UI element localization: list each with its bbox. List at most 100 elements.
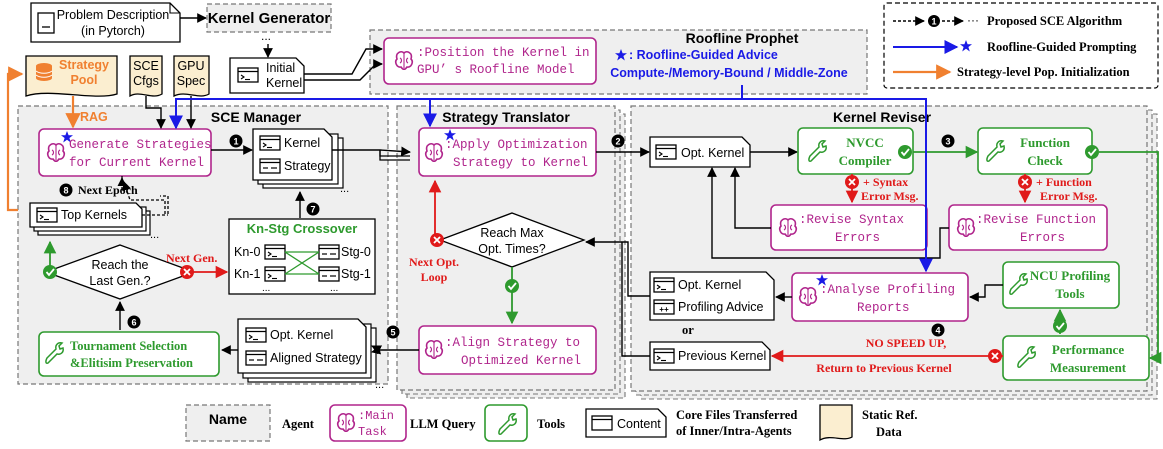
opt-kernel-aligned-stack: Opt. Kernel Aligned Strategy ... (237, 318, 384, 391)
revise-function-query: :Revise Function Errors (948, 204, 1108, 251)
roofline-advice-title: : Roofline-Guided Advice (629, 48, 778, 62)
legend-main-task-1: :Main (358, 409, 394, 423)
analyse-profiling-query: :Analyse Profiling Reports (791, 272, 969, 322)
tournament-label-1: Tournament Selection (70, 339, 187, 353)
next-epoch-label: Next Epoch (78, 183, 138, 197)
reach-max-label-2: Opt. Times? (478, 242, 545, 256)
step-5-badge: 5 (386, 325, 400, 339)
crossover-stg1: Stg-1 (341, 267, 371, 281)
step-4-badge: 4 (931, 323, 945, 337)
svg-text:6: 6 (131, 318, 136, 328)
cross-icon (1017, 174, 1033, 190)
opt-kernel2-label: Opt. Kernel (678, 278, 741, 292)
terminal-icon (264, 244, 286, 260)
problem-label: Problem Description (57, 8, 170, 22)
initial-kernel-label-1: Initial (266, 61, 295, 75)
reviser-opt-kernel-label: Opt. Kernel (681, 146, 744, 160)
legend-name: Name (209, 411, 247, 427)
terminal-icon (245, 327, 267, 343)
next-opt-label-2: Loop (421, 270, 448, 284)
syntax-error-label-1: + Syntax (863, 175, 908, 189)
sce-manager-title: SCE Manager (211, 109, 302, 125)
stack-strategy-label: Strategy (284, 159, 331, 173)
ncu-label-2: Tools (1055, 286, 1084, 301)
apply-label-1: :Apply Optimization (445, 138, 588, 152)
top-legend: 1 ··· Proposed SCE Algorithm Roofline-Gu… (883, 2, 1159, 89)
legend-core-files-2: of Inner/Intra-Agents (676, 424, 792, 438)
gpu-spec-label-2: Spec (177, 74, 206, 88)
svg-text:...: ... (340, 183, 349, 195)
align-label-2: Optimized Kernel (461, 354, 581, 368)
tournament-label-2: &Elitisim Preservation (70, 356, 193, 370)
terminal-icon (259, 135, 281, 151)
legend-llm-query: LLM Query (410, 417, 476, 431)
check-icon (1052, 318, 1068, 334)
svg-text:8: 8 (63, 186, 68, 196)
legend-content: Content (617, 417, 661, 431)
terminal-icon (653, 277, 675, 293)
cross-icon (179, 264, 195, 280)
step-6-badge: 6 (127, 315, 141, 329)
roofline-prophet-agent: Roofline Prophet :Position the Kernel in… (369, 29, 868, 95)
revise-function-label-1: :Revise Function (976, 213, 1096, 227)
function-check-tool: Function Check (977, 127, 1093, 175)
revise-function-label-2: Errors (1020, 231, 1065, 245)
roofline-query-2: GPU’ s Roofline Model (417, 63, 575, 77)
strategy-pool: Strategy Pool (25, 55, 118, 97)
no-speed-label-2: Return to Previous Kernel (816, 361, 952, 375)
gpu-spec-file: GPU Spec (173, 55, 210, 98)
database-icon (35, 63, 53, 81)
cross-icon (987, 348, 1003, 364)
terminal-icon (36, 207, 58, 223)
analyse-label-2: Reports (857, 301, 910, 315)
terminal-icon (237, 67, 259, 83)
strategy-translator-title: Strategy Translator (442, 109, 570, 125)
stack-opt-kernel-label: Opt. Kernel (270, 328, 333, 342)
problem-sublabel: (in Pytorch) (81, 24, 145, 38)
strategy-icon (318, 266, 340, 282)
reach-max-decision: Reach Max Opt. Times? (438, 212, 586, 268)
legend-roofline-prompting: Roofline-Guided Prompting (987, 40, 1137, 54)
step-7-badge: 7 (306, 202, 320, 216)
legend-sce-algorithm: Proposed SCE Algorithm (987, 14, 1123, 28)
function-check-label-2: Check (1027, 153, 1063, 168)
revise-syntax-query: :Revise Syntax Errors (770, 204, 928, 251)
svg-text:...: ... (262, 283, 270, 294)
svg-text:3: 3 (945, 137, 950, 147)
sce-cfgs-file: SCE Cfgs (129, 55, 163, 98)
perf-label-1: Performance (1052, 342, 1124, 357)
strategy-icon (318, 244, 340, 260)
crossover-title: Kn-Stg Crossover (247, 221, 358, 236)
nvcc-compiler-tool: NVCC Compiler (797, 127, 914, 175)
check-icon (42, 264, 58, 280)
syntax-error-label-2: Error Msg. (861, 189, 919, 203)
bottom-legend: Name Agent :Main Task LLM Query Tools Co… (185, 404, 918, 442)
check-icon (897, 144, 913, 160)
svg-text:...: ... (375, 379, 384, 391)
svg-text:4: 4 (935, 326, 940, 336)
top-kernels-stack: Top Kernels ... (29, 202, 159, 241)
initial-kernel-label-2: Kernel (266, 76, 302, 90)
align-label-1: :Align Strategy to (445, 336, 580, 350)
kernel-reviser-title: Kernel Reviser (833, 109, 932, 125)
next-opt-label-1: Next Opt. (409, 255, 459, 269)
reach-last-label-2: Last Gen.? (89, 274, 150, 288)
generate-label-2: for Current Kernel (69, 156, 204, 170)
performance-measurement-tool: Performance Measurement (1002, 335, 1150, 381)
previous-kernel-label: Previous Kernel (678, 349, 766, 363)
kernel-strategy-stack: Kernel Strategy ... (252, 128, 349, 195)
crossover-stg0: Stg-0 (341, 245, 371, 259)
svg-text:...: ... (150, 229, 159, 241)
legend-tools: Tools (537, 417, 565, 431)
nvcc-label-2: Compiler (839, 153, 892, 168)
roofline-prophet-title: Roofline Prophet (686, 30, 799, 46)
check-icon (504, 278, 520, 294)
analyse-label-1: :Analyse Profiling (820, 283, 955, 297)
strategy-pool-label-1: Strategy (59, 58, 109, 72)
opt-kernel-profiling-file: Opt. Kernel Profiling Advice (649, 271, 775, 321)
previous-kernel-file: Previous Kernel (649, 341, 771, 371)
cross-icon (844, 174, 860, 190)
generator-ellipsis: ... (261, 29, 271, 43)
svg-text:7: 7 (310, 205, 315, 215)
